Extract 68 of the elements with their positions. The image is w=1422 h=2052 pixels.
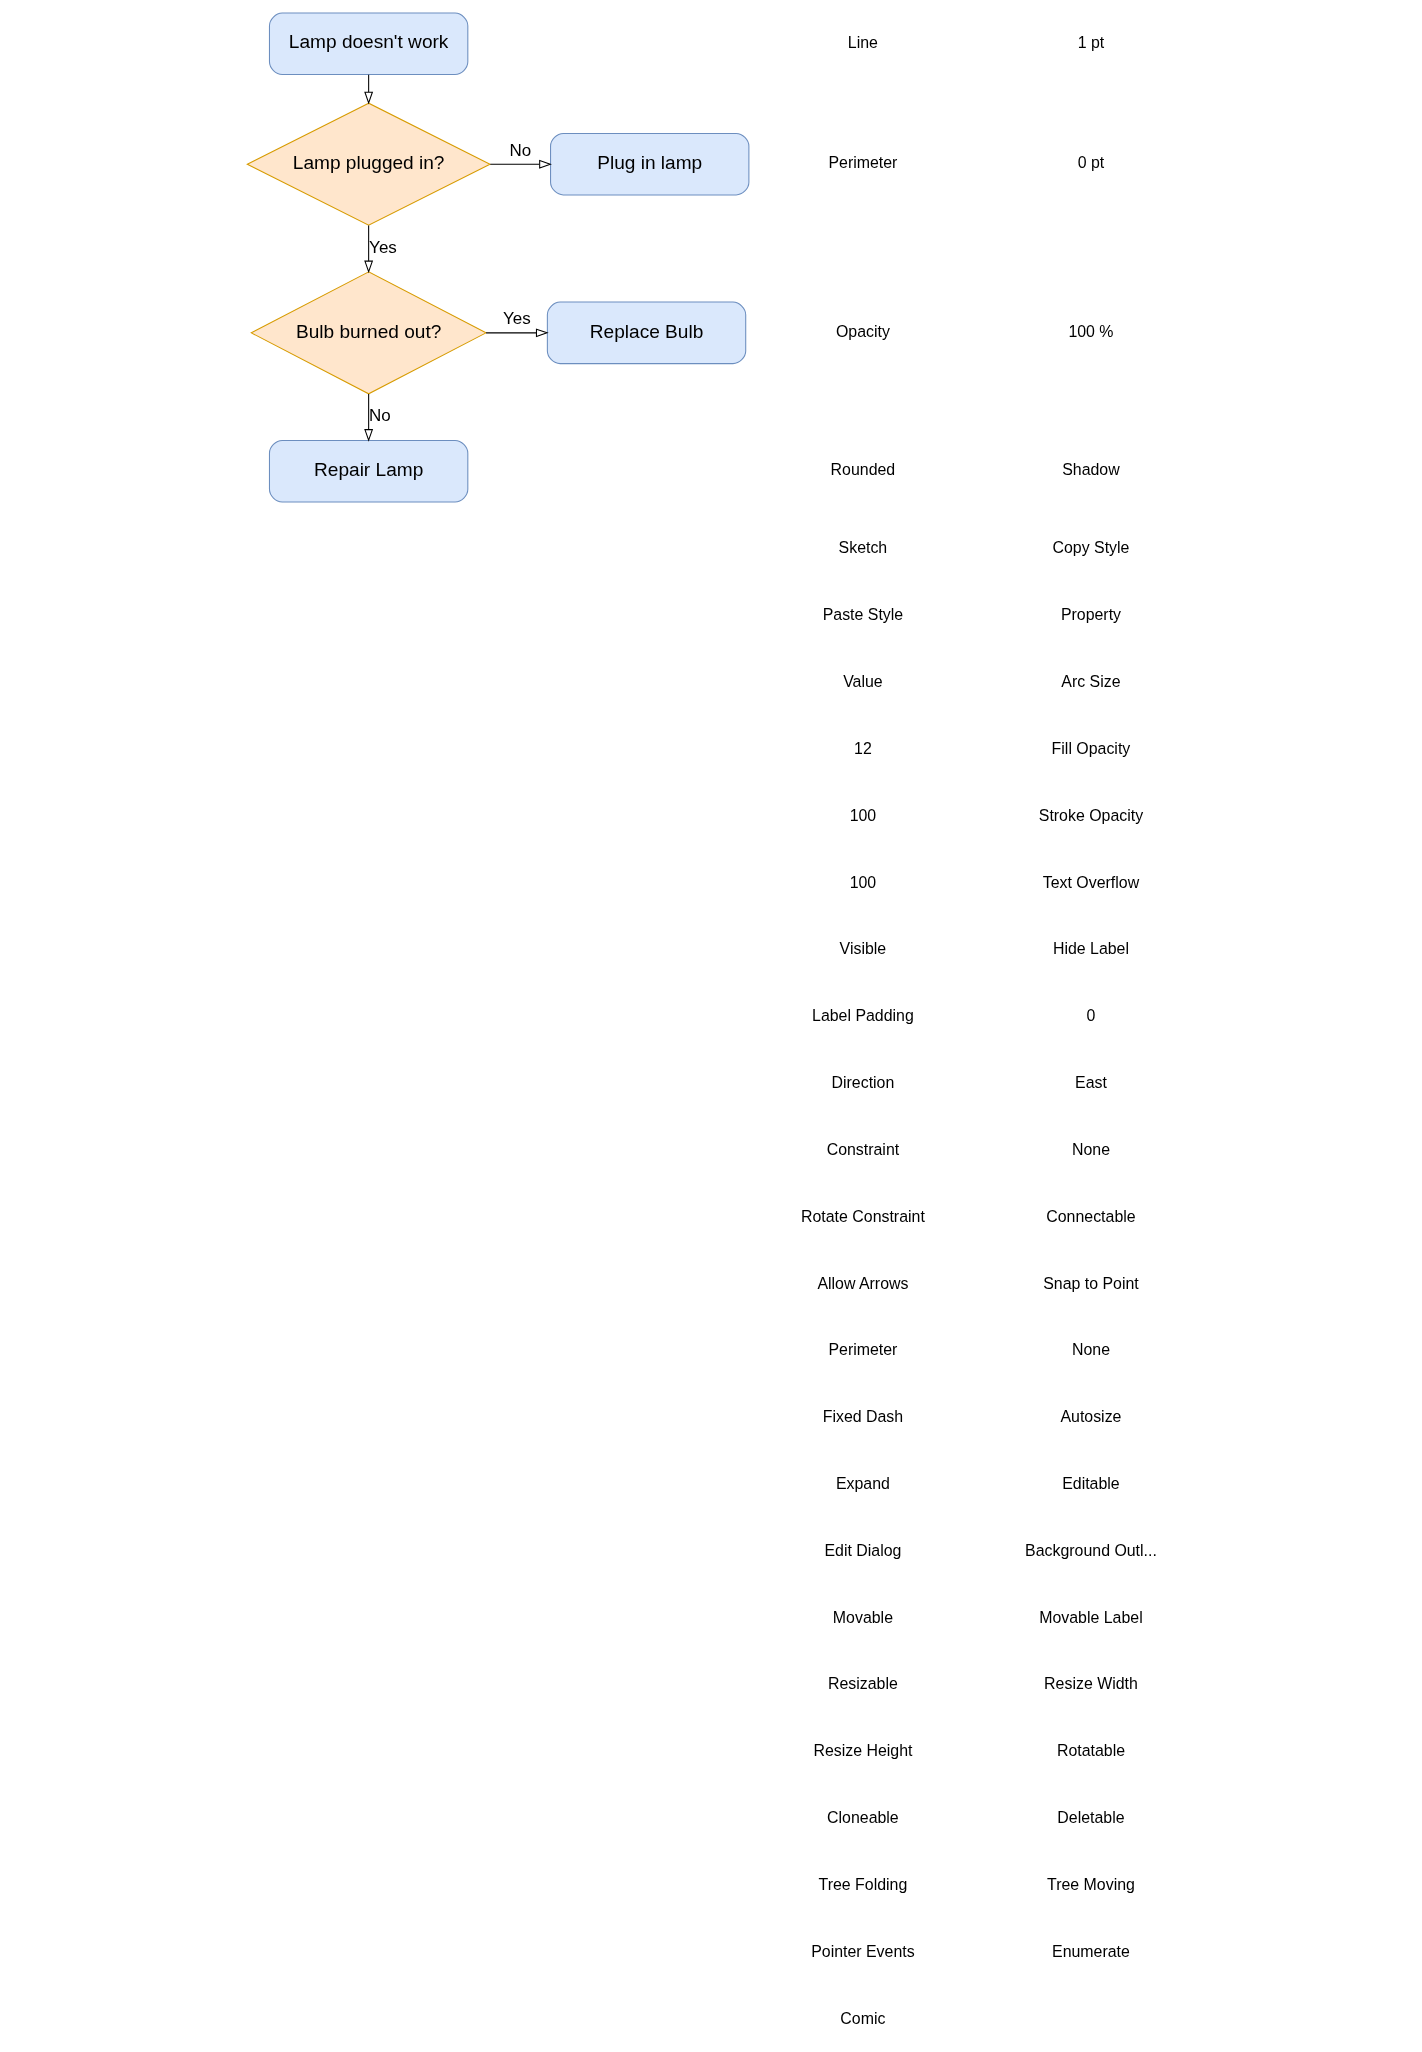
label: East <box>1075 1074 1107 1092</box>
label: Resizable <box>827 1675 898 1693</box>
node-diamond: Bulb burned out? <box>250 271 488 395</box>
arrow <box>364 393 374 442</box>
label: Sketch <box>838 539 888 557</box>
label: Pointer Events <box>811 1942 915 1960</box>
arrow <box>364 74 374 105</box>
label: Edit Dialog <box>824 1541 902 1559</box>
label: Resize Width <box>1044 1675 1138 1693</box>
label: Direction <box>831 1074 895 1092</box>
label: Arc Size <box>1061 673 1121 691</box>
node-diamond: Lamp plugged in? <box>246 102 492 226</box>
label: Expand <box>835 1474 890 1492</box>
label: 100 <box>849 873 877 891</box>
label: Copy Style <box>1052 539 1130 557</box>
label: Label Padding <box>812 1007 914 1025</box>
label: Tree Folding <box>818 1875 908 1893</box>
node-box: Replace Bulb <box>546 301 747 365</box>
label: Fixed Dash <box>822 1408 904 1426</box>
label: None <box>1071 1341 1110 1359</box>
edge-label: No <box>368 406 391 426</box>
label: Resize Height <box>813 1742 913 1760</box>
label: Hide Label <box>1052 940 1129 958</box>
label: Rounded <box>830 460 896 478</box>
label: Opacity <box>835 322 890 340</box>
label: Connectable <box>1046 1207 1136 1225</box>
label: Movable Label <box>1039 1608 1143 1626</box>
label: Rotatable <box>1056 1742 1126 1760</box>
label: Perimeter <box>828 153 898 171</box>
node-box: Plug in lamp <box>550 132 750 196</box>
label: 1 pt <box>1077 33 1105 51</box>
label: Stroke Opacity <box>1038 806 1144 824</box>
label: Visible <box>839 940 887 958</box>
edge-label: Yes <box>502 309 531 329</box>
label: Cloneable <box>827 1809 899 1827</box>
label: Line <box>847 33 878 51</box>
label: Perimeter <box>828 1341 898 1359</box>
label: Editable <box>1062 1474 1120 1492</box>
edge-label: No <box>509 140 532 160</box>
label: Property <box>1060 606 1122 624</box>
label: Allow Arrows <box>817 1274 909 1292</box>
label: 100 % <box>1068 322 1114 340</box>
arrow <box>485 328 549 338</box>
label: Shadow <box>1062 460 1120 478</box>
arrow <box>364 224 374 274</box>
arrow <box>489 159 552 169</box>
label: 0 pt <box>1077 153 1105 171</box>
label: Enumerate <box>1052 1942 1130 1960</box>
label: Paste Style <box>822 606 904 624</box>
label: Autosize <box>1060 1408 1122 1426</box>
label: Comic <box>840 2009 886 2027</box>
node-box: Lamp doesn't work <box>268 12 469 76</box>
label: Rotate Constraint <box>801 1207 925 1225</box>
label: Background Outl... <box>1025 1541 1157 1559</box>
label: None <box>1071 1140 1110 1158</box>
label: Constraint <box>826 1140 900 1158</box>
node-box: Repair Lamp <box>268 440 469 503</box>
label: Movable <box>832 1608 893 1626</box>
label: Text Overflow <box>1042 873 1140 891</box>
label: 100 <box>849 806 877 824</box>
label: Fill Opacity <box>1051 739 1131 757</box>
label: Tree Moving <box>1047 1875 1135 1893</box>
label: Snap to Point <box>1043 1274 1139 1292</box>
label: Deletable <box>1057 1809 1125 1827</box>
label: Value <box>843 673 883 691</box>
label: 12 <box>854 739 872 757</box>
edge-label: Yes <box>369 237 397 257</box>
label: 0 <box>1086 1007 1096 1025</box>
